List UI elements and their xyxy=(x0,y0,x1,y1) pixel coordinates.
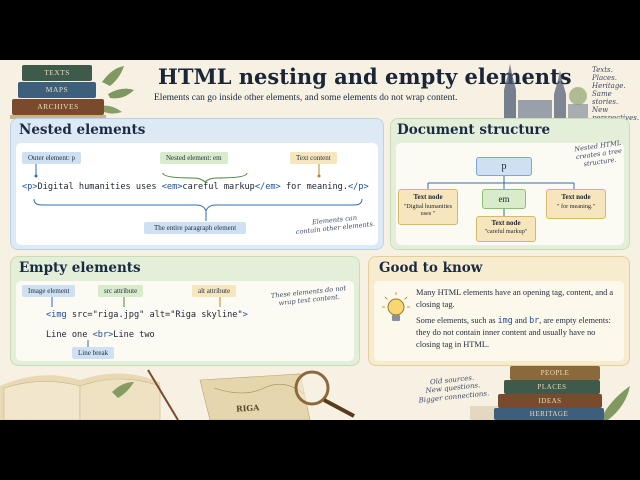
nested-code-card: Outer element: p Nested element: em Text… xyxy=(16,143,378,245)
br-code: br xyxy=(529,315,540,325)
good-to-know-panel: Good to know Many HTML elements have an … xyxy=(368,256,630,366)
nested-element-tag: Nested element: em xyxy=(160,152,228,164)
text-node-em: Text node "careful markup" xyxy=(476,216,536,242)
document-structure-heading: Document structure xyxy=(397,122,551,138)
page-subtitle: Elements can go inside other elements, a… xyxy=(154,93,458,103)
lightbulb-icon xyxy=(382,292,410,321)
tree-node-em: em xyxy=(482,189,526,209)
good-para-2: Some elements, such as img and br, are e… xyxy=(416,315,620,351)
book-heritage: HERITAGE xyxy=(494,408,604,420)
good-text: Some elements, such as xyxy=(416,316,498,325)
empty-elements-heading: Empty elements xyxy=(19,260,141,276)
book-places: PLACES xyxy=(504,380,600,394)
em-open-tag: <em> xyxy=(161,182,183,192)
letterbox-top xyxy=(0,0,640,60)
tree-connectors xyxy=(427,176,575,216)
text-node-value: "Digital humanities uses " xyxy=(403,203,453,218)
book-pages xyxy=(10,115,106,119)
book-maps: MAPS xyxy=(18,82,96,98)
img-close: > xyxy=(242,310,248,320)
empty-elements-panel: Empty elements Image element src attribu… xyxy=(10,256,360,366)
nested-code-line: <p>Digital humanities uses <em>careful m… xyxy=(22,182,369,192)
top-right-note: Texts. Places. Heritage. Same stories. N… xyxy=(592,66,639,122)
riga-skyline-illustration xyxy=(504,64,588,118)
good-para-1: Many HTML elements have an opening tag, … xyxy=(416,288,614,309)
tree-node-p: p xyxy=(476,157,532,176)
outer-element-tag: Outer element: p xyxy=(22,152,82,164)
src-attribute-tag: src attribute xyxy=(98,285,144,297)
note-line: Same stories. xyxy=(592,90,619,107)
img-code-line: <img src="riga.jpg" alt="Riga skyline"> xyxy=(46,310,248,320)
empty-connectors xyxy=(51,297,221,347)
code-text-2: for meaning. xyxy=(280,182,348,192)
text-node-label: Text node xyxy=(561,193,591,201)
text-node-left: Text node "Digital humanities uses " xyxy=(398,189,458,225)
alt-attr: alt="Riga skyline" xyxy=(149,310,243,320)
good-text: and xyxy=(512,316,530,325)
br-code-line: Line one <br>Line two xyxy=(46,330,155,340)
alt-attribute-tag: alt attribute xyxy=(192,285,237,297)
page-title: HTML nesting and empty elements xyxy=(158,64,572,89)
nested-elements-panel: Nested elements Outer element: p Nested … xyxy=(10,118,384,250)
code-text-1: Digital humanities uses xyxy=(37,182,162,192)
line-two: Line two xyxy=(113,330,155,340)
em-text: careful markup xyxy=(182,182,255,192)
line-one: Line one xyxy=(46,330,88,340)
document-structure-panel: Document structure p Text node "Digital … xyxy=(390,118,630,250)
src-attr: src="riga.jpg" xyxy=(71,310,145,320)
br-tag: <br> xyxy=(92,330,114,340)
text-node-label: Text node xyxy=(413,193,443,201)
map-label: RIGA xyxy=(235,402,260,414)
text-node-value: " for meaning." xyxy=(556,203,596,210)
books-illustration xyxy=(100,66,134,114)
note-line: Places. xyxy=(592,74,618,83)
p-open-tag: <p> xyxy=(22,182,38,192)
whole-paragraph-tag: The entire paragraph element xyxy=(144,222,247,234)
letterbox-bottom xyxy=(0,420,640,480)
em-close-tag: </em> xyxy=(254,182,281,192)
img-code: img xyxy=(497,315,513,325)
text-node-label: Text node xyxy=(491,219,521,227)
empty-code-card: Image element src attribute alt attribut… xyxy=(16,281,354,361)
nested-connectors xyxy=(33,164,363,221)
good-to-know-card: Many HTML elements have an opening tag, … xyxy=(374,281,624,361)
p-close-tag: </p> xyxy=(348,182,369,192)
text-node-right: Text node " for meaning." xyxy=(546,189,606,219)
book-ideas: IDEAS xyxy=(498,394,602,408)
tree-card: p Text node "Digital humanities uses " e… xyxy=(396,143,624,245)
text-node-value: "careful markup" xyxy=(484,228,528,235)
img-open: <img xyxy=(46,310,67,320)
good-to-know-heading: Good to know xyxy=(379,260,483,276)
image-element-tag: Image element xyxy=(22,285,76,297)
book-archives: ARCHIVES xyxy=(12,99,104,115)
text-content-tag: Text content xyxy=(290,152,337,164)
note-line: Texts. xyxy=(592,66,613,74)
nested-elements-heading: Nested elements xyxy=(19,122,146,138)
line-break-tag: Line break xyxy=(72,347,115,359)
book-texts: TEXTS xyxy=(22,65,92,81)
note-line: Heritage. xyxy=(592,82,626,91)
good-text: , are empty elements: they do not contai… xyxy=(416,316,611,349)
book-people: PEOPLE xyxy=(510,366,600,380)
slide: TEXTS MAPS ARCHIVES HTML nesting and emp… xyxy=(0,60,640,420)
